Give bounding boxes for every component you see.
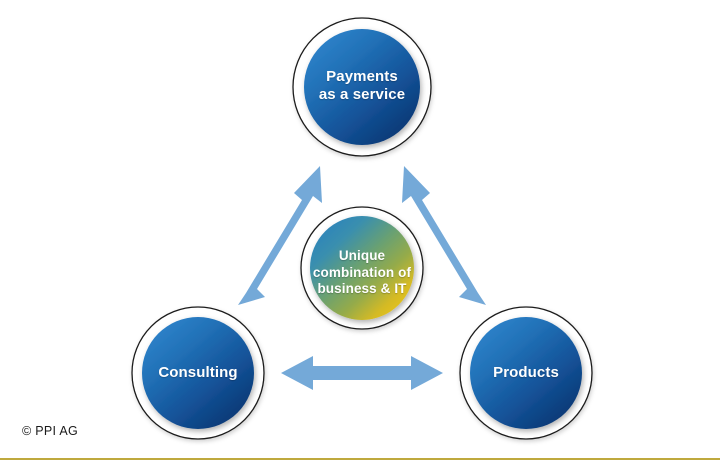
node-products-disc xyxy=(470,317,582,429)
node-payments-disc xyxy=(304,29,420,145)
copyright-notice: © PPI AG xyxy=(22,424,79,438)
arrow-consulting-products xyxy=(281,356,443,390)
node-core-disc xyxy=(310,216,414,320)
node-core[interactable] xyxy=(300,206,424,330)
node-consulting[interactable] xyxy=(131,306,265,440)
node-products[interactable] xyxy=(459,306,593,440)
arrow-products-to-payments xyxy=(402,166,486,305)
node-payments[interactable] xyxy=(292,17,432,157)
node-consulting-disc xyxy=(142,317,254,429)
footer-divider xyxy=(0,458,720,460)
arrow-consulting-to-payments xyxy=(238,166,322,305)
